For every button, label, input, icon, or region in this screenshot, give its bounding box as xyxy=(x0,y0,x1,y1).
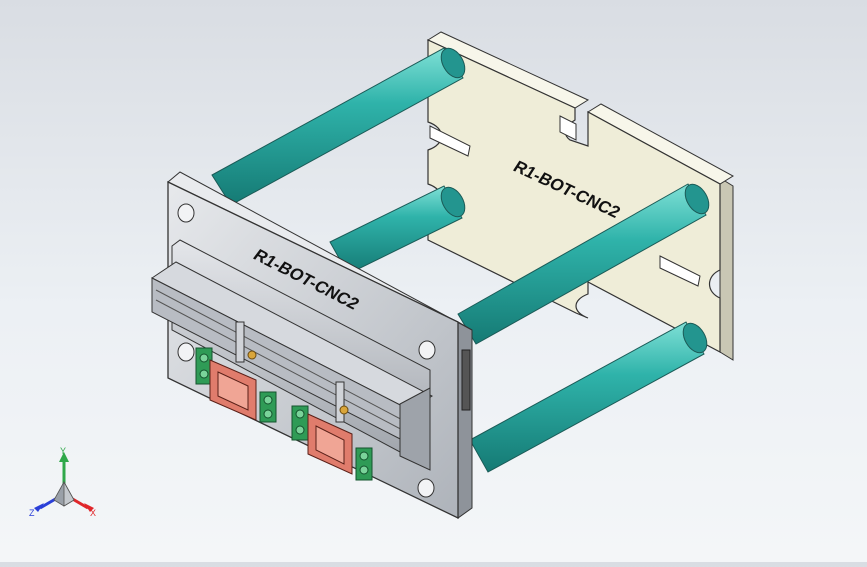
connector-body-2[interactable] xyxy=(307,413,353,475)
x-axis-label: X xyxy=(90,508,96,518)
mounting-hole-bottom-left xyxy=(177,342,195,362)
support-rods xyxy=(211,44,712,473)
rod-middle-left[interactable] xyxy=(329,183,470,275)
rod-top-left[interactable] xyxy=(211,44,470,206)
latch-left[interactable] xyxy=(235,321,245,363)
z-axis-label: Z xyxy=(29,508,35,518)
rod-bottom-right[interactable] xyxy=(469,319,712,473)
mounting-hole-top-left xyxy=(177,203,195,223)
y-axis-label: Y xyxy=(60,446,66,456)
terminal-block-4[interactable] xyxy=(355,447,373,481)
mounting-hole-top-right xyxy=(418,340,436,360)
connector-rail[interactable] xyxy=(151,239,433,471)
terminal-block-2[interactable] xyxy=(259,391,277,423)
latch-right[interactable] xyxy=(335,381,345,423)
side-connector xyxy=(461,349,471,411)
terminal-block-3[interactable] xyxy=(291,405,309,441)
screw-left xyxy=(247,350,257,360)
mounting-hole-bottom-right xyxy=(417,478,435,498)
connector-body-1[interactable] xyxy=(209,359,257,421)
orientation-triad[interactable]: Y X Z xyxy=(24,446,104,526)
rear-plate[interactable]: R1-BOT-CNC2 xyxy=(426,31,734,361)
connector-modules xyxy=(195,347,373,481)
screw-right xyxy=(339,405,349,415)
